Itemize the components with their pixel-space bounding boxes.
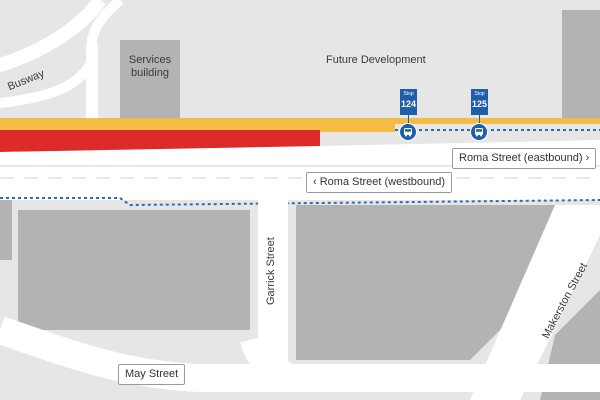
stop-124-pole (408, 115, 409, 123)
route-dotted-bottom (0, 197, 600, 207)
building-left-block (18, 210, 250, 330)
stop-125-sign[interactable]: Stop 125 (471, 89, 488, 115)
stop-125-pole (479, 115, 480, 123)
building-left-edge (0, 200, 12, 260)
roma-street-eastbound-label: Roma Street (eastbound) › (452, 148, 597, 169)
stop-125-word: Stop (474, 91, 485, 97)
makerston-street-road (470, 205, 600, 400)
future-development-label: Future Development (326, 54, 426, 66)
busway-red-strip (0, 130, 320, 152)
bus-icon (470, 123, 488, 141)
stop-125-number: 125 (471, 99, 488, 109)
building-center-block (296, 205, 560, 360)
garrick-street-road (258, 200, 288, 370)
stop-124-word: Stop (403, 91, 414, 97)
stop-124-number: 124 (400, 99, 417, 109)
busway-road (0, 0, 106, 73)
services-building (120, 40, 180, 120)
roma-street-westbound-label: ‹ Roma Street (westbound) (306, 172, 453, 193)
bus-icon (399, 123, 417, 141)
building-top-right (562, 10, 600, 120)
services-building-label: Services building (128, 54, 172, 79)
stop-124-sign[interactable]: Stop 124 (400, 89, 417, 115)
may-street-label: May Street (118, 364, 186, 385)
garrick-may-corner (240, 337, 292, 382)
garrick-street-label: Garrick Street (265, 237, 277, 305)
